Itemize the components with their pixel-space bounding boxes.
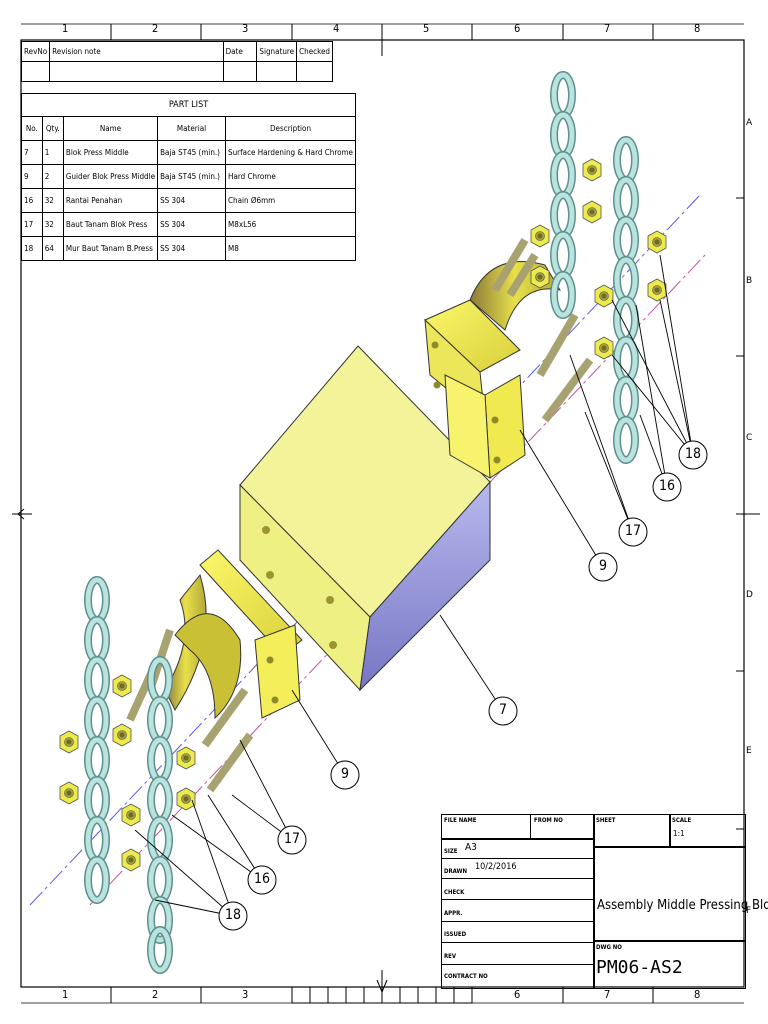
drawn-label: DRAWN (444, 868, 468, 875)
contract-no-label: CONTRACT NO (444, 973, 488, 980)
part-name: Blok Press Middle (62, 140, 159, 165)
part-name: Guider Blok Press Middle (62, 164, 159, 189)
grid-column-labels-top: 1 2 3 4 5 6 7 8 (0, 22, 768, 36)
grid-col-8: 8 (694, 22, 701, 35)
table-row: 17 32 Baut Tanam Blok Press SS 304 M8xL5… (21, 212, 356, 237)
table-row: 18 64 Mur Baut Tanam B.Press SS 304 M8 (21, 236, 356, 261)
grid-col-2-bottom: 2 (152, 988, 159, 1001)
size-label: SIZE (444, 848, 458, 855)
part-list-table: PART LIST No. Qty. Name Material Descrip… (21, 93, 356, 261)
dwg-no-value: PM06-AS2 (596, 957, 683, 978)
revision-empty-row (20, 61, 333, 82)
svg-text:A: A (746, 118, 753, 128)
check-label: CHECK (444, 889, 465, 896)
svg-text:C: C (746, 433, 752, 443)
grid-col-2: 2 (152, 22, 159, 35)
grid-col-4: 4 (333, 22, 340, 35)
rev-label: REV (444, 953, 457, 960)
dwg-no-label: DWG NO (596, 944, 622, 951)
svg-text:E: E (746, 746, 752, 756)
svg-text:D: D (746, 590, 753, 600)
part-list-title: PART LIST (21, 93, 356, 117)
blok-press-middle-part-7 (239, 345, 491, 692)
table-row: 7 1 Blok Press Middle Baja ST45 (min.) S… (21, 140, 356, 165)
part-list-header-row: No. Qty. Name Material Description (21, 116, 356, 141)
grid-col-8-bottom: 8 (694, 988, 701, 1001)
grid-col-3: 3 (242, 22, 249, 35)
drawn-value: 10/2/2016 (475, 862, 517, 872)
file-name-label: FILE NAME (444, 817, 477, 824)
grid-col-5: 5 (423, 22, 430, 35)
leader-lines (134, 254, 694, 917)
svg-text:B: B (746, 276, 752, 286)
grid-col-1: 1 (62, 22, 69, 35)
title-block: FILE NAME FROM NO SHEET SCALE 1:1 SIZE A… (441, 814, 768, 989)
grid-col-6-bottom: 6 (514, 988, 521, 1001)
part-material: SS 304 (157, 188, 227, 213)
part-description: M8 (225, 236, 356, 261)
issued-label: ISSUED (444, 931, 467, 938)
part-name: Mur Baut Tanam B.Press (62, 236, 159, 261)
part-description: Surface Hardening & Hard Chrome (225, 140, 356, 165)
scale-label: SCALE (672, 817, 692, 824)
table-row: 16 32 Rantai Penahan SS 304 Chain Ø6mm (21, 188, 356, 213)
from-no-label: FROM NO (534, 817, 563, 824)
drawing-title: Assembly Middle Pressing Block (597, 898, 768, 913)
part-qty: 64 (41, 236, 64, 261)
grid-col-7-bottom: 7 (604, 988, 611, 1001)
guider-left-part-9 (164, 549, 303, 720)
sheet-label: SHEET (596, 817, 616, 824)
grid-col-1-bottom: 1 (62, 988, 69, 1001)
bolts-right-part-17 (491, 237, 594, 423)
grid-col-3-bottom: 3 (242, 988, 249, 1001)
part-list-header-description: Description (225, 116, 356, 141)
svg-text:F: F (746, 906, 751, 916)
guider-right-part-9 (424, 261, 562, 479)
revision-table: RevNo Revision note Date Signature Check… (20, 41, 333, 82)
appr-label: APPR. (444, 910, 463, 917)
grid-column-labels-bottom: 1 2 3 6 7 8 (0, 988, 768, 1002)
size-value: A3 (465, 842, 477, 853)
scale-value: 1:1 (673, 829, 685, 838)
grid-col-7: 7 (604, 22, 611, 35)
grid-col-6: 6 (514, 22, 521, 35)
part-name: Baut Tanam Blok Press (62, 212, 159, 237)
